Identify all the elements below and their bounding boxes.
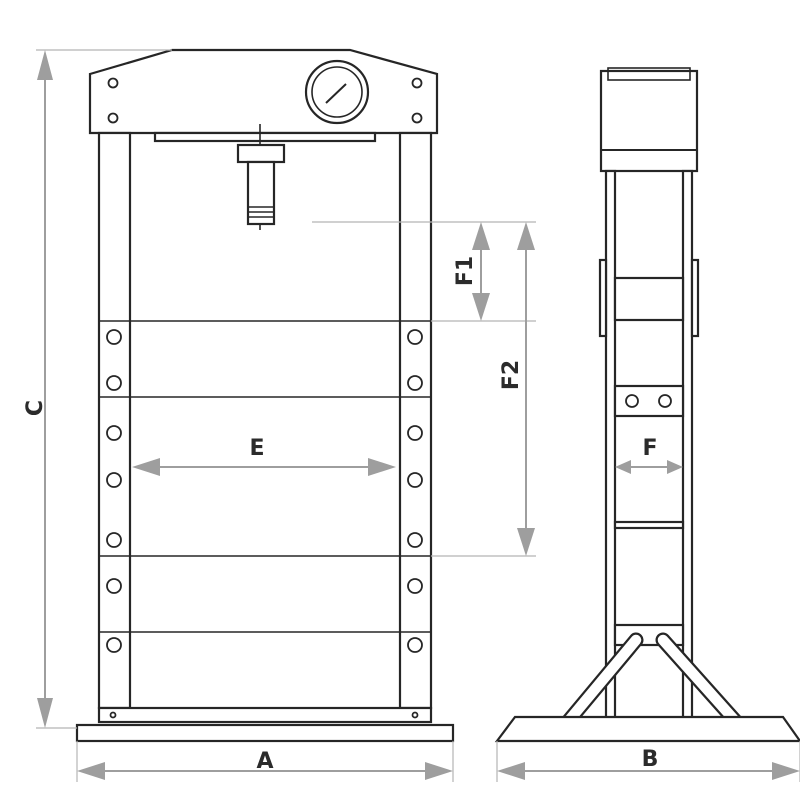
side-bracket [690,258,700,338]
dimension-a [77,762,453,780]
side-view [494,67,800,743]
dimension-f1 [472,222,490,321]
dimension-e [132,458,396,476]
front-left-column [97,131,132,710]
side-left-column [604,169,617,720]
pressure-gauge-icon [304,59,370,125]
left-column-holes [106,329,122,653]
label-b: B [642,747,659,772]
dimension-f2 [517,222,535,556]
right-column-holes [407,329,423,653]
front-base [75,723,455,743]
side-bracket [598,258,608,338]
label-c: C [23,400,48,416]
side-cylinder-block [613,276,685,322]
side-right-column [681,169,694,720]
front-view [75,48,455,743]
front-top-header [88,48,439,135]
header-bolt-hole [107,77,119,89]
dimension-labels: A B C E F F1 F2 [23,256,658,774]
label-a: A [256,749,273,774]
side-diagonal-legs [558,632,746,732]
hydraulic-ram [236,124,286,230]
header-bolt-hole [107,112,119,124]
side-crossbar [613,520,685,530]
side-header [599,69,699,173]
front-right-column [398,131,433,710]
dimension-lines [36,49,800,782]
dimension-f [615,460,683,474]
dimension-b [497,762,800,780]
label-f1: F1 [453,256,478,286]
side-base [494,715,800,743]
dimension-c [37,50,53,728]
header-plate [153,131,377,143]
header-bolt-hole [411,112,423,124]
front-base-plate [97,706,433,724]
label-f2: F2 [499,360,524,390]
label-f: F [642,436,657,461]
header-bolt-hole [411,77,423,89]
label-e: E [249,436,264,461]
